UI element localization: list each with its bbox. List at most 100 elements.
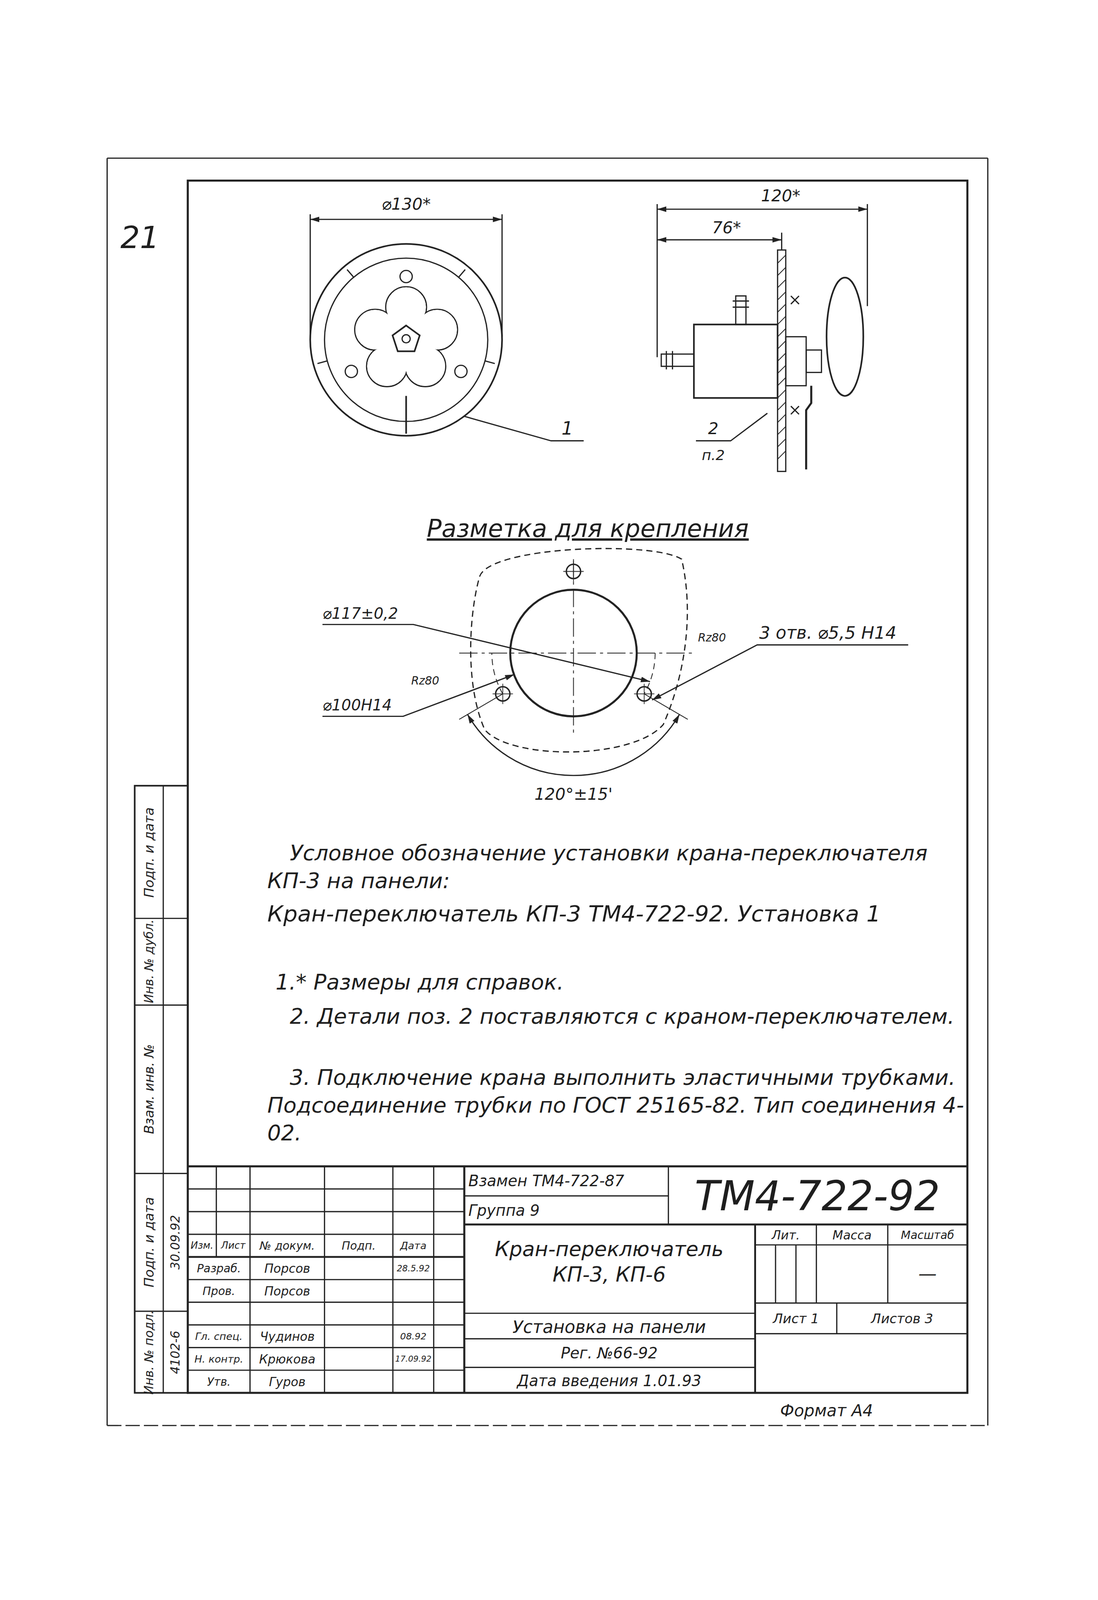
- title-block-grid-line: [836, 1302, 838, 1334]
- side-view-line: [781, 232, 783, 250]
- callout-note: п.2: [701, 446, 726, 464]
- dimension: ⌀117±0,2: [322, 604, 398, 623]
- side-view-line: [695, 413, 768, 441]
- side-view-line: [657, 239, 782, 241]
- title-cell: Лист: [220, 1240, 246, 1252]
- sheet-frame-line: [134, 785, 188, 1393]
- title-block-grid-line: [667, 1166, 670, 1225]
- side-view-line: [777, 254, 787, 460]
- side-view-line: [694, 324, 778, 398]
- dimension: ⌀130*: [381, 194, 431, 214]
- side-view-line: [777, 249, 787, 472]
- title-block-grid-line: [464, 1366, 756, 1368]
- dimension: 76*: [712, 217, 742, 238]
- sheet-frame-line: [134, 917, 188, 919]
- callout-number: 1: [561, 417, 574, 440]
- sheet-frame-line: [134, 1004, 188, 1006]
- title-cell: 17.09.92: [395, 1353, 432, 1364]
- mounting-layout-line: [573, 558, 575, 737]
- sheet-frame-line: [162, 785, 165, 1393]
- front-view-line: [309, 214, 311, 337]
- title-cell: Порсов: [264, 1260, 311, 1276]
- sheet-frame-line: [187, 180, 968, 1393]
- side-view-line: [665, 350, 668, 370]
- mounting-layout-line: [459, 693, 503, 720]
- side-view-line: [656, 204, 658, 358]
- sheet-number: 21: [120, 219, 160, 256]
- title-cell: Гл. спец.: [195, 1330, 243, 1343]
- note-text: Условное обозначение установки крана-пер…: [267, 838, 972, 895]
- side-view-line: [806, 385, 812, 470]
- margin-field: Взам. инв. №: [141, 1043, 157, 1135]
- front-view: [310, 214, 584, 441]
- title-cell: № докум.: [259, 1239, 316, 1253]
- title-cell: 08.92: [400, 1330, 427, 1342]
- title-block-grid: [187, 1166, 968, 1393]
- front-view-line: [402, 334, 411, 343]
- title-block-grid-line: [464, 1222, 968, 1225]
- front-view-line: [458, 269, 466, 278]
- front-view-line: [405, 395, 408, 434]
- title-block-grid-line: [187, 1233, 465, 1235]
- title-block-grid-line: [323, 1166, 326, 1393]
- title-block-grid-line: [463, 1166, 466, 1393]
- title-cell: Лит.: [771, 1227, 801, 1243]
- margin-entry: 30.09.92: [167, 1214, 183, 1270]
- front-view-line: [310, 218, 503, 221]
- title-block-grid-line: [775, 1244, 777, 1303]
- margin-field: Подп. и дата: [141, 806, 157, 898]
- title-cell: Масштаб: [900, 1228, 955, 1242]
- side-view-line: [657, 208, 868, 211]
- mounting-layout: [322, 548, 909, 776]
- title-cell: Пров.: [202, 1284, 236, 1298]
- title-block-grid-line: [755, 1243, 968, 1246]
- title-block-grid-line: [215, 1166, 218, 1257]
- title-block-grid-line: [887, 1224, 889, 1303]
- mounting-layout-line: [491, 652, 656, 694]
- title-block-grid-line: [433, 1166, 435, 1393]
- title-block-grid-line: [392, 1166, 394, 1393]
- sheet-frame-line: [107, 1424, 988, 1427]
- front-view-line: [345, 365, 358, 378]
- designation-text: Кран-переключатель КП-3 ТМ4-722-92. Уста…: [267, 899, 881, 927]
- title-cell: Утв.: [207, 1375, 231, 1389]
- title-block-grid-line: [464, 1337, 756, 1340]
- title-block-grid-line: [187, 1369, 465, 1371]
- side-view-line: [806, 349, 822, 373]
- sheet-format: Формат А4: [780, 1400, 874, 1421]
- title-cell: Листов 3: [870, 1310, 933, 1327]
- view-heading: Разметка для крепления: [426, 514, 749, 544]
- title-cell: Рег. №66-92: [560, 1344, 658, 1363]
- mounting-layout-line: [467, 713, 680, 776]
- title-cell: Крюкова: [259, 1351, 316, 1367]
- title-cell: Лист 1: [772, 1310, 819, 1327]
- title-cell: Масса: [832, 1227, 872, 1243]
- note-text: 3. Подключение крана выполнить эластичны…: [267, 1063, 972, 1148]
- title-block-grid-line: [755, 1332, 968, 1334]
- sheet-frame-line: [106, 158, 108, 1426]
- title-cell: Дата введения 1.01.93: [516, 1371, 702, 1390]
- dimension: ⌀100H14: [322, 695, 392, 715]
- margin-entry: 4102-6: [167, 1330, 183, 1374]
- title-block-grid-line: [249, 1166, 251, 1393]
- mounting-layout-line: [651, 644, 909, 700]
- title-cell: Порсов: [264, 1283, 311, 1299]
- margin-field: Инв. № подл.: [141, 1309, 157, 1395]
- front-view-line: [317, 360, 328, 364]
- side-view-line: [785, 336, 807, 386]
- title-block-grid-line: [187, 1210, 465, 1213]
- mounting-layout-line: [644, 693, 688, 720]
- roughness-mark: Rz80: [411, 673, 440, 688]
- title-block-grid-line: [754, 1224, 757, 1393]
- title-block-grid-line: [755, 1302, 968, 1304]
- mounting-layout-line: [322, 624, 651, 682]
- callout-number: 2: [707, 418, 719, 439]
- title-cell: Дата: [400, 1239, 427, 1252]
- dimension: 120*: [761, 186, 801, 206]
- sheet-frame-line: [134, 1172, 188, 1174]
- document-code: ТМ4-722-92: [694, 1173, 940, 1219]
- sheet-frame: [107, 158, 988, 1426]
- side-view: [657, 204, 868, 472]
- front-view-line: [392, 325, 420, 352]
- front-view-line: [400, 270, 413, 283]
